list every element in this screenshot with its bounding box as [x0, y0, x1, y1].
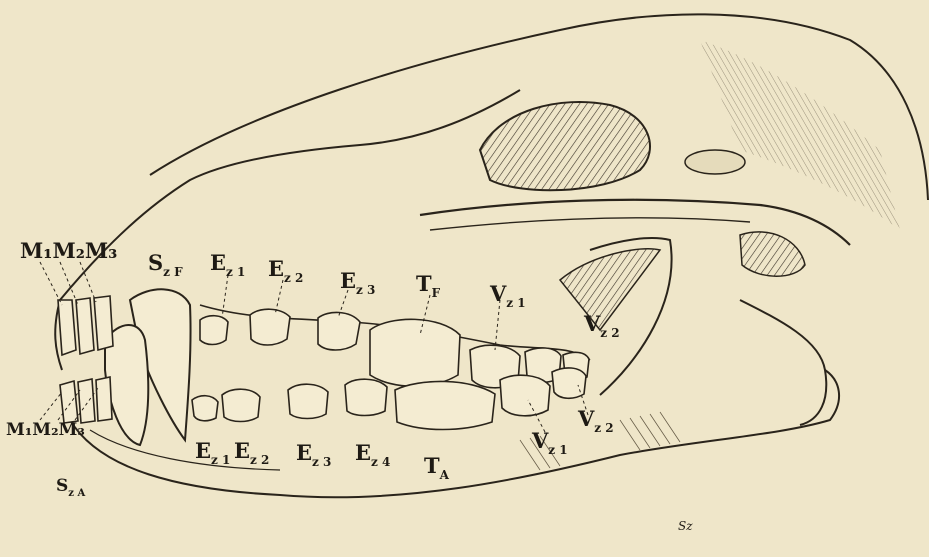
label-upper-back-molar-2: Vz 2: [584, 313, 620, 339]
label-upper-carnassial: TF: [416, 273, 440, 299]
label-upper-incisor-1: Ez 1: [210, 252, 245, 278]
label-upper-incisor-2: Ez 2: [268, 258, 303, 284]
label-lower-back-molar-1: Vz 1: [532, 430, 568, 456]
label-lower-incisor-1: Ez 1: [195, 440, 230, 466]
label-upper-incisor-3: Ez 3: [340, 270, 375, 296]
label-lower-canine: Sz A: [56, 478, 85, 499]
label-upper-molars: M₁M₂M₃: [20, 240, 117, 261]
label-lower-incisor-2: Ez 2: [234, 440, 269, 466]
artist-signature: Sz: [678, 520, 693, 532]
label-lower-molars: M₁M₂M₃: [6, 422, 85, 439]
label-upper-canine: Sz F: [148, 252, 183, 278]
label-lower-carnassial: TA: [424, 455, 449, 481]
lower-incisors: [60, 377, 112, 423]
label-lower-incisor-4: Ez 4: [355, 442, 390, 468]
upper-incisors: [58, 296, 113, 355]
label-lower-incisor-3: Ez 3: [296, 442, 331, 468]
label-lower-back-molar-2: Vz 2: [578, 408, 614, 434]
label-upper-back-molar-1: Vz 1: [490, 283, 526, 309]
